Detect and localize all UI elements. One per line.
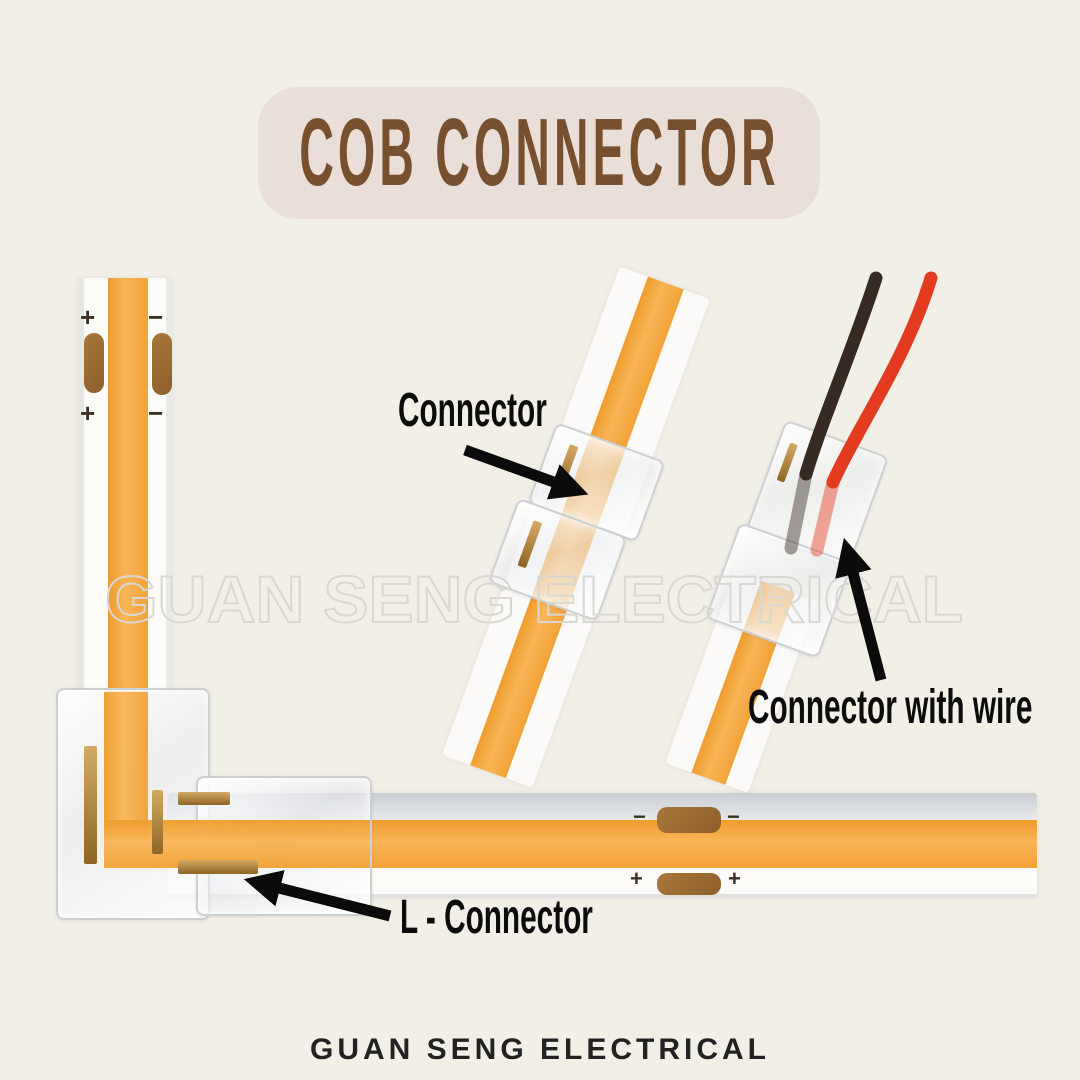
polarity-mark: + — [80, 302, 96, 332]
polarity-mark: + — [80, 398, 96, 428]
solder-pad — [152, 333, 172, 395]
title-banner: COB CONNECTOR — [258, 87, 820, 219]
polarity-mark: − — [727, 804, 740, 829]
metal-contact — [178, 792, 230, 805]
label-connector: Connector — [398, 384, 547, 437]
strip-assembly-right — [648, 419, 890, 820]
solder-pad — [657, 873, 721, 895]
strip-assembly-middle — [441, 266, 711, 788]
cob-led-band-corner — [104, 692, 148, 838]
label-connector-with-wire: Connector with wire — [748, 681, 1033, 734]
label-l-connector: L - Connector — [400, 891, 593, 944]
footer-brand: GUAN SENG ELECTRICAL — [309, 1033, 770, 1066]
page-title: COB CONNECTOR — [298, 99, 780, 206]
polarity-mark: − — [633, 804, 646, 829]
cob-led-band — [108, 278, 148, 693]
solder-pad — [84, 333, 104, 393]
polarity-mark: − — [148, 398, 164, 428]
metal-contact — [178, 860, 258, 874]
polarity-mark: + — [630, 866, 643, 891]
polarity-mark: − — [148, 302, 164, 332]
strip-bottom-edge — [168, 894, 1037, 898]
metal-contact — [84, 746, 97, 864]
arrow-to-connector-with-wire — [835, 537, 887, 682]
metal-contact — [152, 790, 163, 854]
solder-pad — [657, 807, 721, 833]
polarity-mark: + — [728, 866, 741, 891]
led-strip-vertical: + − + − — [78, 278, 172, 693]
